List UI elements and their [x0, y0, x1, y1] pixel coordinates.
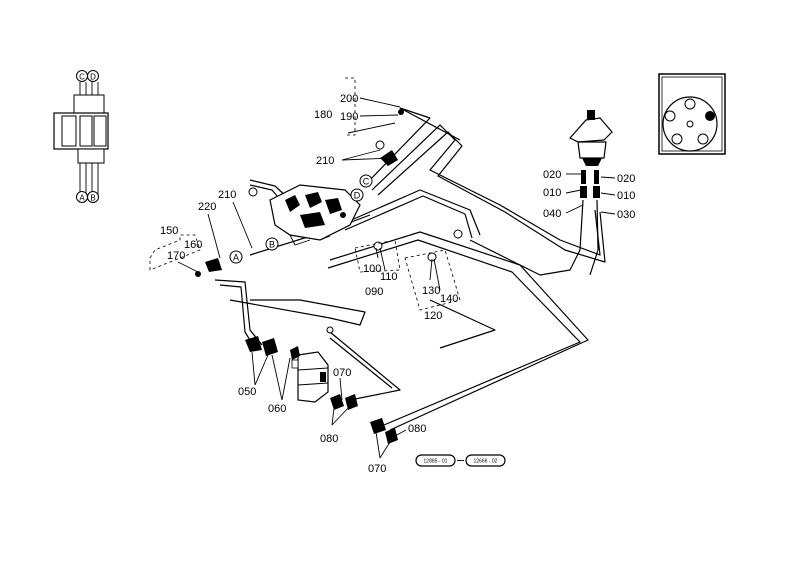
callout-120: 120 [424, 310, 442, 322]
callout-070-low: 070 [368, 463, 386, 475]
callout-100: 100 [363, 263, 381, 275]
leader-lines [177, 97, 616, 459]
callout-140: 140 [440, 293, 458, 305]
callout-010-left: 010 [543, 187, 561, 199]
joystick-topview-inset [658, 73, 726, 155]
callout-200: 200 [340, 93, 358, 105]
marker-a: A [233, 253, 239, 263]
marker-d: D [354, 191, 361, 201]
callout-070-mid: 070 [333, 367, 351, 379]
callout-050: 050 [238, 386, 256, 398]
reference-codes: 12885 - 01 12666 - 02 [415, 454, 506, 467]
callout-030: 030 [617, 209, 635, 221]
callout-110: 110 [380, 271, 398, 283]
reference-code-2: 12666 - 02 [474, 459, 498, 465]
callout-090: 090 [365, 286, 383, 298]
part-callouts: 200 180 190 210 020 010 040 020 010 030 … [160, 93, 635, 475]
callout-020-left: 020 [543, 169, 561, 181]
port-b-label: B [90, 194, 95, 203]
port-c-label: C [79, 73, 85, 82]
callout-180: 180 [314, 109, 332, 121]
joystick-unit [569, 110, 613, 198]
callout-160: 160 [184, 239, 202, 251]
marker-c: C [363, 177, 370, 187]
callout-130: 130 [422, 285, 440, 297]
connection-markers: A B C D [229, 174, 373, 264]
marker-b: B [269, 240, 275, 250]
callout-170: 170 [167, 250, 185, 262]
callout-040: 040 [543, 208, 561, 220]
valve-schematic-inset: C D A B [53, 70, 109, 203]
reference-code-1: 12885 - 01 [424, 459, 448, 465]
callout-150: 150 [160, 225, 178, 237]
callout-020-right: 020 [617, 173, 635, 185]
callout-190: 190 [340, 111, 358, 123]
callout-220: 220 [198, 201, 216, 213]
callout-080-mid: 080 [320, 433, 338, 445]
port-d-label: D [90, 73, 96, 82]
dashed-groups [149, 77, 461, 311]
pipe-lines [214, 107, 606, 431]
fittings [195, 109, 463, 444]
control-valve-block [269, 184, 361, 246]
lower-valve-block [291, 351, 329, 403]
callout-060: 060 [268, 403, 286, 415]
callout-210-top: 210 [316, 155, 334, 167]
port-a-label: A [79, 194, 85, 203]
callout-210-mid: 210 [218, 189, 236, 201]
callout-080-low: 080 [408, 423, 426, 435]
callout-010-right: 010 [617, 190, 635, 202]
